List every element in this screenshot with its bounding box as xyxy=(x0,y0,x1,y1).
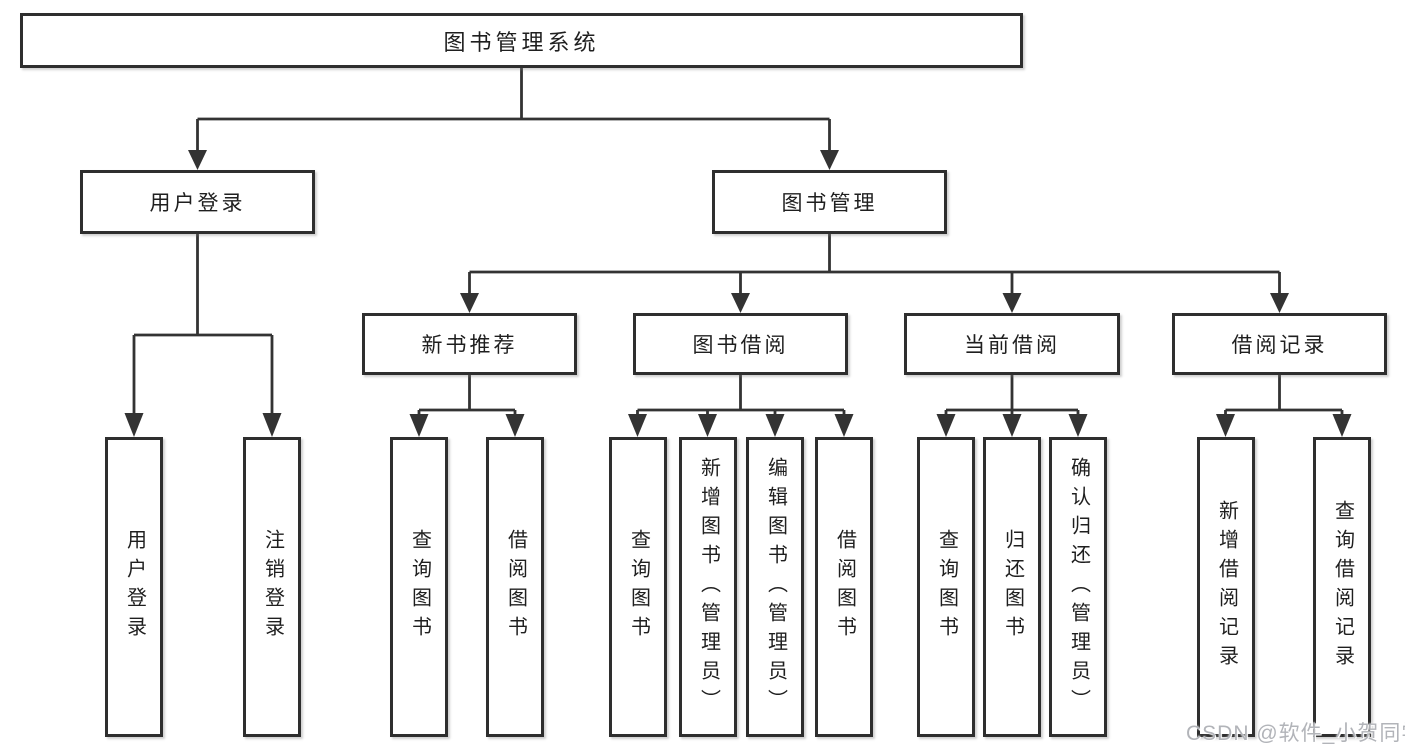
leaf-borrow-books: 借阅图书 xyxy=(815,437,873,737)
node-current-borrow: 当前借阅 xyxy=(904,313,1120,375)
leaf-borrow-books-recommend: 借阅图书 xyxy=(486,437,544,737)
leaf-add-books-admin-label: 新增图书（管理员） xyxy=(697,456,720,718)
csdn-watermark: CSDN @软件_小贺同学 xyxy=(1186,722,1405,745)
leaf-add-borrow-record-label: 新增借阅记录 xyxy=(1215,500,1238,674)
leaf-query-books-current-label: 查询图书 xyxy=(935,529,958,645)
leaf-logout: 注销登录 xyxy=(243,437,301,737)
leaf-user-login-label: 用户登录 xyxy=(123,529,146,645)
leaf-edit-books-admin: 编辑图书（管理员） xyxy=(746,437,804,737)
node-borrow-records-label: 借阅记录 xyxy=(1231,334,1328,357)
node-book-borrow: 图书借阅 xyxy=(633,313,848,375)
node-root: 图书管理系统 xyxy=(20,13,1023,68)
node-book-management: 图书管理 xyxy=(712,170,947,234)
leaf-return-books-label: 归还图书 xyxy=(1001,529,1024,645)
node-new-book-recommend-label: 新书推荐 xyxy=(421,334,518,357)
leaf-query-books-current: 查询图书 xyxy=(917,437,975,737)
leaf-query-books-recommend-label: 查询图书 xyxy=(408,529,431,645)
leaf-edit-books-admin-label: 编辑图书（管理员） xyxy=(764,456,787,718)
leaf-add-borrow-record: 新增借阅记录 xyxy=(1197,437,1255,737)
node-user-login: 用户登录 xyxy=(80,170,315,234)
leaf-borrow-books-recommend-label: 借阅图书 xyxy=(504,529,527,645)
leaf-confirm-return-admin: 确认归还（管理员） xyxy=(1049,437,1107,737)
leaf-confirm-return-admin-label: 确认归还（管理员） xyxy=(1067,456,1090,718)
node-book-management-label: 图书管理 xyxy=(781,192,878,215)
leaf-add-books-admin: 新增图书（管理员） xyxy=(679,437,737,737)
leaf-borrow-books-label: 借阅图书 xyxy=(833,529,856,645)
leaf-return-books: 归还图书 xyxy=(983,437,1041,737)
leaf-query-books-borrow: 查询图书 xyxy=(609,437,667,737)
leaf-logout-label: 注销登录 xyxy=(261,529,284,645)
node-borrow-records: 借阅记录 xyxy=(1172,313,1387,375)
node-root-label: 图书管理系统 xyxy=(443,29,600,55)
leaf-query-borrow-record: 查询借阅记录 xyxy=(1313,437,1371,737)
leaf-query-books-borrow-label: 查询图书 xyxy=(627,529,650,645)
leaf-query-borrow-record-label: 查询借阅记录 xyxy=(1331,500,1354,674)
leaf-query-books-recommend: 查询图书 xyxy=(390,437,448,737)
node-user-login-label: 用户登录 xyxy=(149,192,246,215)
node-current-borrow-label: 当前借阅 xyxy=(964,334,1060,357)
node-new-book-recommend: 新书推荐 xyxy=(362,313,577,375)
node-book-borrow-label: 图书借阅 xyxy=(692,334,789,357)
leaf-user-login: 用户登录 xyxy=(105,437,163,737)
